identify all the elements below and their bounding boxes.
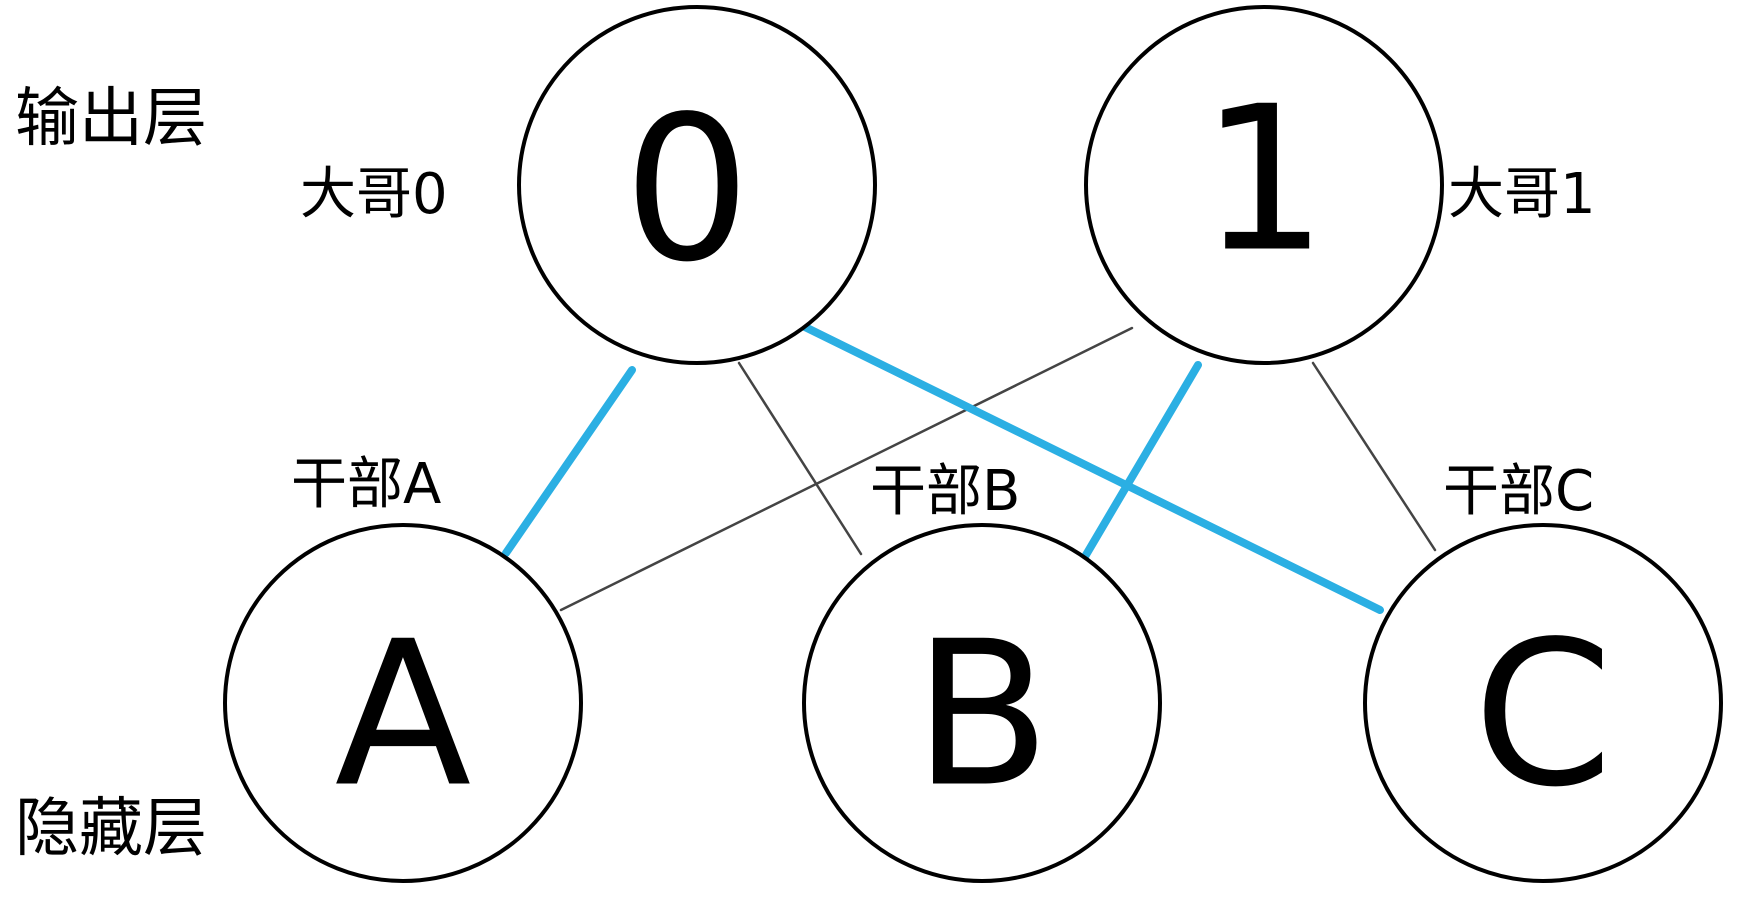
- node-a-label: 干部A: [291, 452, 441, 517]
- hidden-node-b: B: [802, 523, 1162, 883]
- output-node-1: 1: [1084, 5, 1444, 365]
- node-0-circle: [517, 5, 877, 365]
- node-c-circle: [1363, 523, 1723, 883]
- node-1-circle: [1084, 5, 1444, 365]
- edge-a-to-1: [559, 326, 1134, 612]
- edge-c-to-1: [1311, 361, 1437, 552]
- node-c-letter: C: [1473, 599, 1613, 832]
- edge-a-to-0: [502, 366, 636, 557]
- edges-layer: [502, 323, 1437, 614]
- node-b-letter: B: [913, 599, 1050, 832]
- output-layer-label: 输出层: [15, 82, 207, 156]
- edge-b-to-1: [1079, 361, 1202, 564]
- node-b-label: 干部B: [870, 459, 1020, 524]
- node-1-letter: 1: [1200, 64, 1327, 297]
- node-c-label: 干部C: [1443, 459, 1594, 524]
- edge-c-to-0: [801, 323, 1384, 614]
- node-a-letter: A: [335, 599, 472, 832]
- hidden-node-c: C: [1363, 523, 1723, 883]
- node-0-label: 大哥0: [300, 162, 448, 227]
- node-a-circle: [223, 523, 583, 883]
- hidden-layer-label: 隐藏层: [15, 792, 207, 866]
- output-node-0: 0: [517, 5, 877, 365]
- edge-b-to-0: [737, 361, 863, 556]
- hidden-node-a: A: [223, 523, 583, 883]
- node-b-circle: [802, 523, 1162, 883]
- node-1-label: 大哥1: [1448, 162, 1596, 227]
- node-0-letter: 0: [623, 74, 750, 307]
